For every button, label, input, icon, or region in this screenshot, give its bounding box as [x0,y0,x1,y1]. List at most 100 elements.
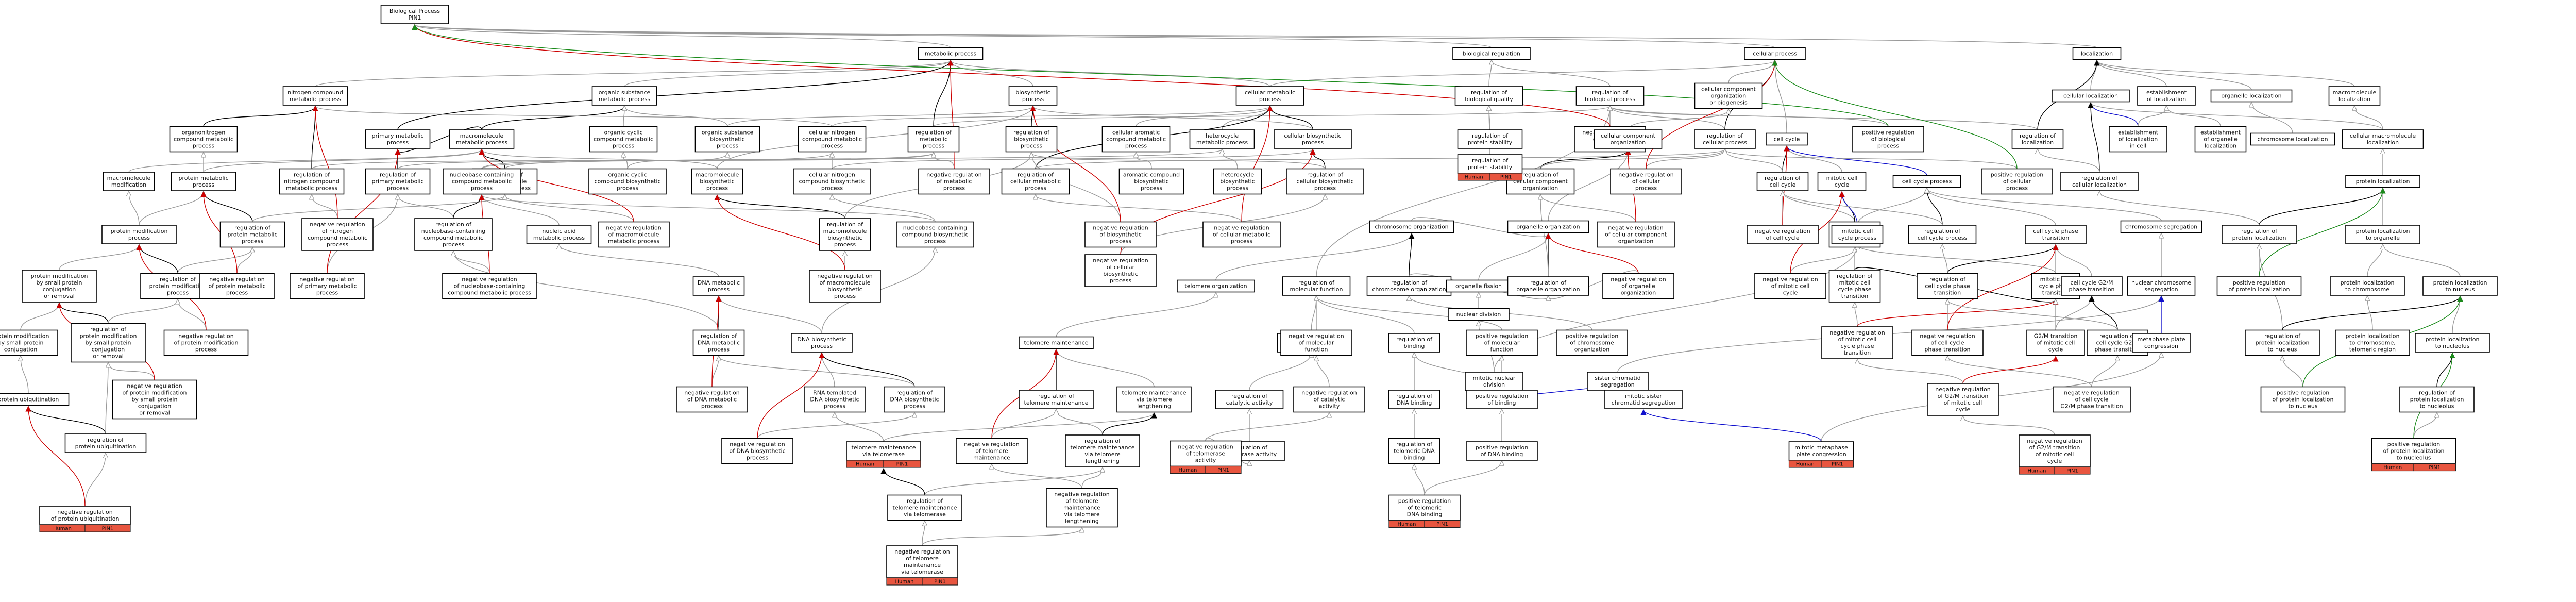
go-term-node[interactable]: regulation ofmacromoleculebiosyntheticpr… [819,218,871,251]
go-term-node[interactable]: nuclear division [1448,308,1510,321]
go-term-node[interactable]: cellular process [1744,47,1806,60]
go-term-node[interactable]: regulation ofnucleobase-containingcompou… [414,218,493,251]
go-term-node[interactable]: organelle localization [2210,89,2293,103]
go-term-node[interactable]: organelle organization [1507,220,1589,233]
go-term-node[interactable]: cellular localization [2052,89,2130,103]
go-term-node[interactable]: cell cycle process [1892,175,1961,188]
go-term-node[interactable]: cell cycle [1766,132,1808,146]
go-term-node[interactable]: telomere organization [1177,279,1255,293]
go-term-node[interactable]: chromosome localization [2250,132,2335,146]
go-term-node[interactable]: metabolic process [918,47,984,60]
go-term-node[interactable]: protein ubiquitination [0,393,70,406]
go-term-node[interactable]: localization [2072,47,2122,60]
